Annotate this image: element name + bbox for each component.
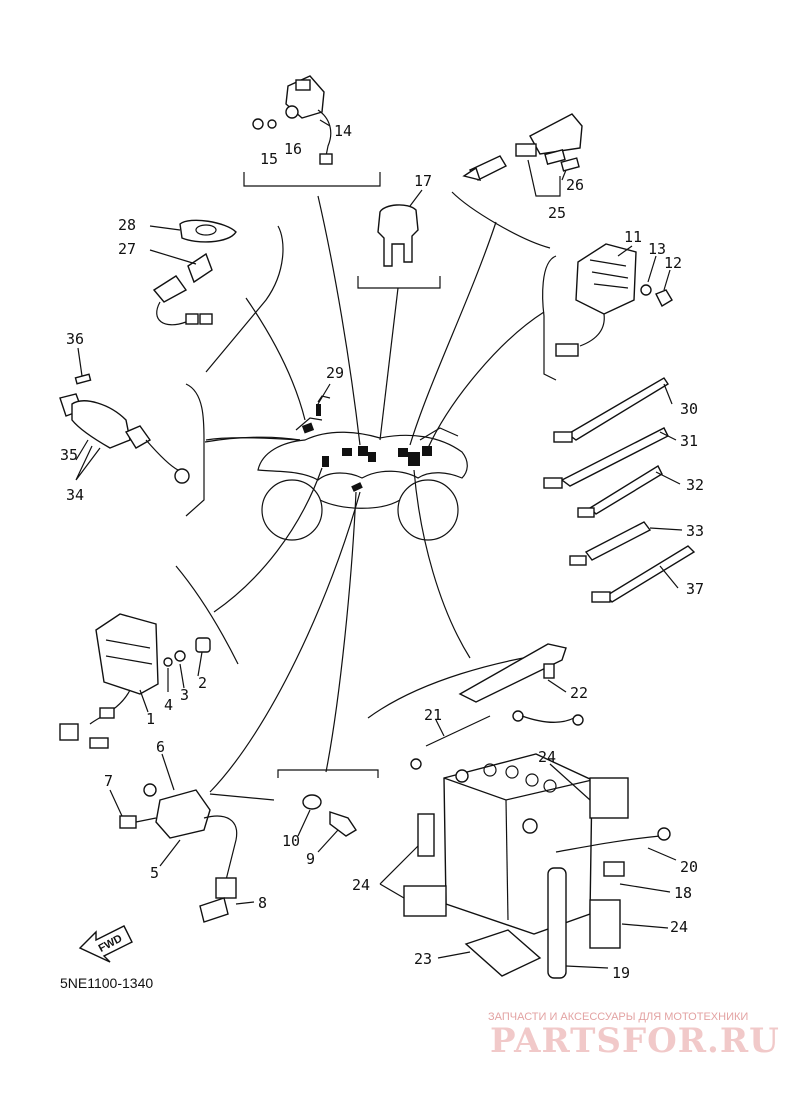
callout-4: 4 [164, 696, 173, 714]
callout-3: 3 [180, 686, 189, 704]
callout-11: 11 [624, 228, 642, 246]
diagram-code: 5NE1100-1340 [60, 975, 153, 991]
callout-35: 35 [60, 446, 78, 464]
callout-29: 29 [326, 364, 344, 382]
ignition-switch [59, 373, 190, 484]
callout-8: 8 [258, 894, 267, 912]
callout-24c: 24 [670, 918, 688, 936]
callout-27: 27 [118, 240, 136, 258]
callout-6: 6 [156, 738, 165, 756]
group-brackets [175, 172, 561, 801]
cable-ties [543, 377, 696, 603]
callout-37: 37 [686, 580, 704, 598]
callout-21: 21 [424, 706, 442, 724]
callout-23: 23 [414, 950, 432, 968]
control-module [555, 243, 673, 357]
cover-cap [377, 204, 419, 267]
battery-assembly [403, 643, 671, 979]
callout-numbers: 1 2 3 4 5 6 7 8 9 10 11 12 13 14 15 16 1… [60, 122, 704, 982]
callout-30: 30 [680, 400, 698, 418]
fwd-arrow-icon: FWD [78, 925, 133, 963]
leader-lines [205, 195, 545, 793]
callout-17: 17 [414, 172, 432, 190]
callout-9: 9 [306, 850, 315, 868]
atv-outline [204, 395, 468, 541]
callout-19: 19 [612, 964, 630, 982]
valve-assembly [462, 113, 583, 197]
callout-7: 7 [104, 772, 113, 790]
callout-16: 16 [284, 140, 302, 158]
callout-leaders [75, 119, 683, 969]
callout-34: 34 [66, 486, 84, 504]
callout-12: 12 [664, 254, 682, 272]
callout-14: 14 [334, 122, 352, 140]
spark-plug-cap [152, 219, 237, 326]
callout-24b: 24 [352, 876, 370, 894]
callout-31: 31 [680, 432, 698, 450]
callout-2: 2 [198, 674, 207, 692]
callout-13: 13 [648, 240, 666, 258]
callout-20: 20 [680, 858, 698, 876]
callout-32: 32 [686, 476, 704, 494]
watermark-tagline: ЗАПЧАСТИ И АКСЕССУАРЫ ДЛЯ МОТОТЕХНИКИ [488, 1011, 748, 1023]
watermark: ЗАПЧАСТИ И АКСЕССУАРЫ ДЛЯ МОТОТЕХНИКИ PA… [488, 1011, 780, 1061]
callout-1: 1 [146, 710, 155, 728]
relay-assembly [252, 75, 333, 165]
callout-22: 22 [570, 684, 588, 702]
callout-28: 28 [118, 216, 136, 234]
callout-18: 18 [674, 884, 692, 902]
callout-5: 5 [150, 864, 159, 882]
rectifier-assembly [59, 613, 211, 749]
callout-24a: 24 [538, 748, 556, 766]
watermark-logo: PARTSFOR.RU [490, 1021, 780, 1061]
callout-25: 25 [548, 204, 566, 222]
callout-36: 36 [66, 330, 84, 348]
sensor-assembly [119, 783, 238, 923]
callout-33: 33 [686, 522, 704, 540]
callout-15: 15 [260, 150, 278, 168]
callout-26: 26 [566, 176, 584, 194]
callout-10: 10 [282, 832, 300, 850]
plug-assembly [302, 794, 357, 837]
